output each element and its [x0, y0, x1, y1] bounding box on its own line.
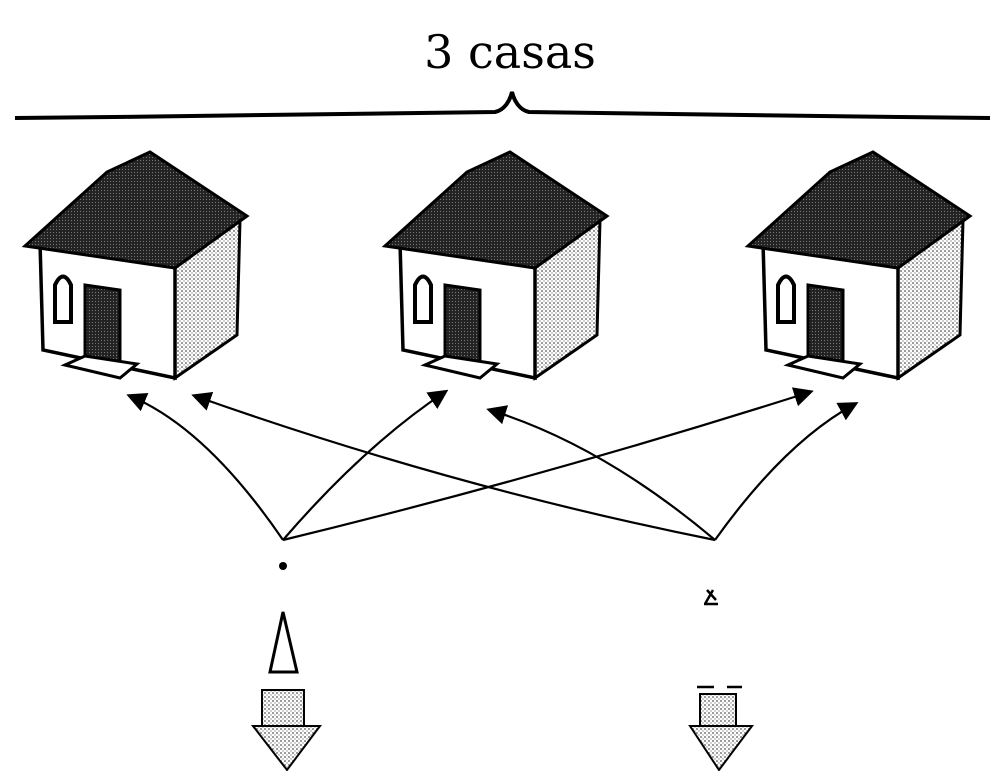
bottom-arrow-left: [253, 612, 320, 770]
source-marker-left: [279, 562, 287, 570]
house-3: [748, 152, 970, 378]
house-1: [25, 152, 247, 378]
bottom-arrow-right: [690, 687, 752, 770]
house-door: [85, 285, 120, 362]
source-marker-right: [704, 590, 718, 604]
connection-arrows: [130, 392, 855, 540]
connection-arrow-5: [490, 410, 715, 540]
connection-arrow-2: [283, 392, 445, 540]
house-window: [55, 277, 71, 323]
house-door: [808, 285, 843, 362]
house-door: [445, 285, 480, 362]
house-window: [415, 277, 431, 323]
house-2: [385, 152, 607, 378]
group-brace: [15, 92, 990, 118]
connection-arrow-4: [195, 396, 715, 540]
house-window: [778, 277, 794, 323]
title-label: 3 casas: [424, 25, 596, 79]
connection-arrow-6: [715, 404, 855, 540]
